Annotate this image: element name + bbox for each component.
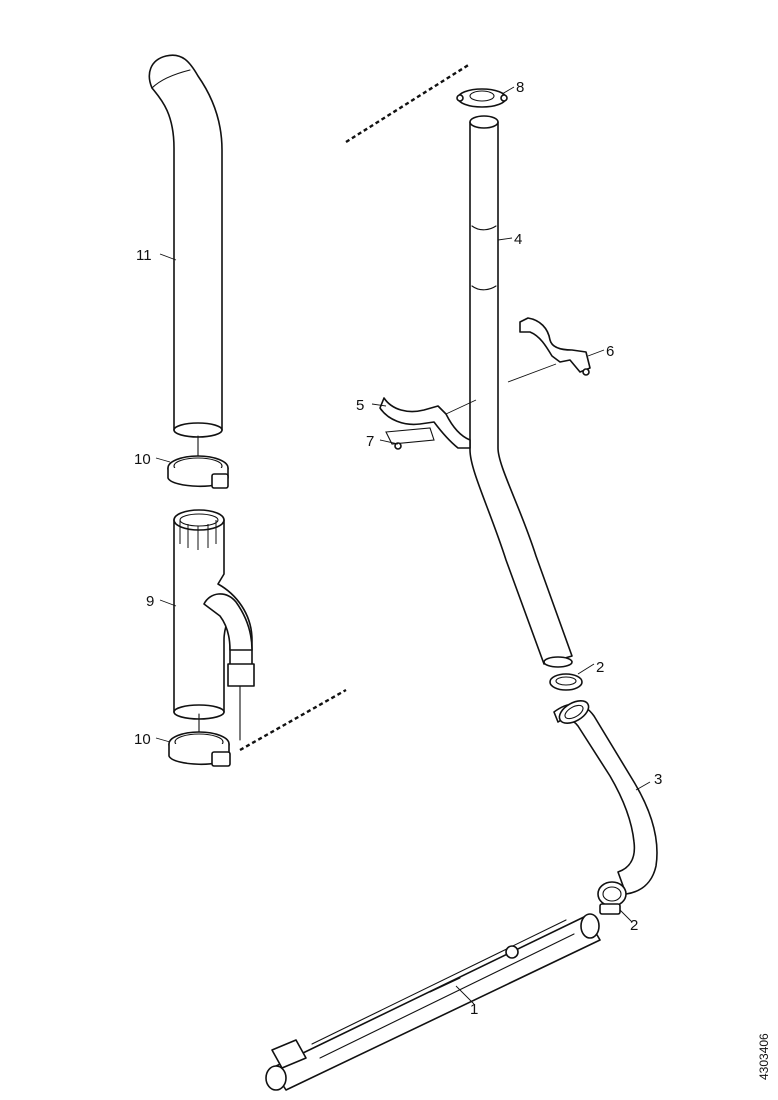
- callout-5: 5: [356, 397, 364, 414]
- callout-2-lower: 2: [630, 917, 638, 934]
- part-1-tailpipe: [265, 913, 601, 1091]
- part-10-upper-clamp: [167, 435, 229, 489]
- callout-7: 7: [366, 433, 374, 450]
- drawing-code: 4303406: [757, 1033, 771, 1080]
- callout-6: 6: [606, 343, 614, 360]
- part-2-upper-clamp: [549, 673, 583, 691]
- part-8-flange: [456, 88, 508, 108]
- part-3-flex-pipe: [553, 700, 658, 895]
- part-9-y-pipe: [173, 509, 255, 741]
- callout-2-upper: 2: [596, 659, 604, 676]
- part-10-lower-clamp: [168, 713, 231, 767]
- callout-4: 4: [514, 231, 522, 248]
- part-6-bracket: [507, 317, 591, 383]
- part-5-bracket: [379, 397, 477, 450]
- part-11-exhaust-stack: [148, 54, 223, 438]
- callout-10-lower: 10: [134, 731, 151, 748]
- callout-1: 1: [470, 1001, 478, 1018]
- callout-8: 8: [516, 79, 524, 96]
- alignment-line-upper: [345, 62, 471, 144]
- callout-3: 3: [654, 771, 662, 788]
- part-2-lower-clamp: [597, 881, 627, 915]
- part-4-exhaust-pipe: [469, 115, 573, 668]
- alignment-line-lower: [239, 688, 347, 752]
- callout-9: 9: [146, 593, 154, 610]
- leader-lines: [155, 86, 651, 1005]
- callout-10-upper: 10: [134, 451, 151, 468]
- callout-11: 11: [136, 247, 152, 264]
